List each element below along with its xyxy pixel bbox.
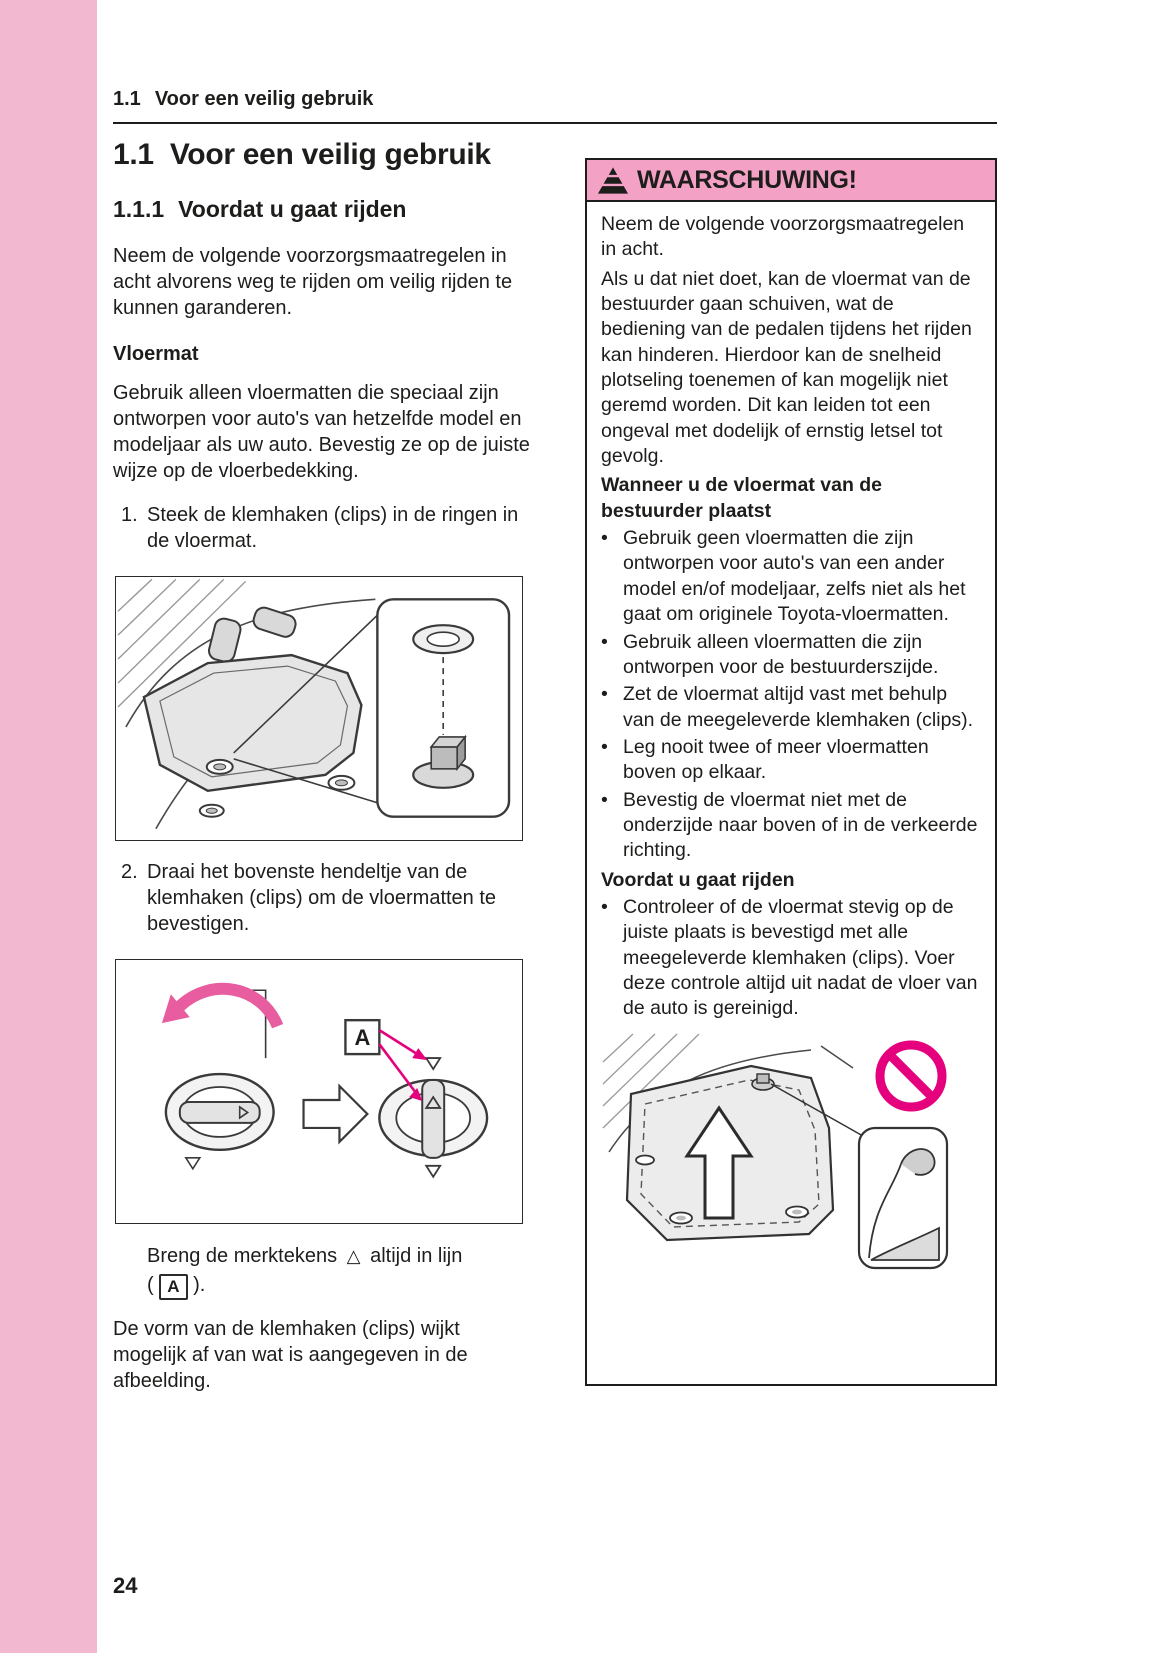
figure-a-marker-label: A: [354, 1025, 370, 1050]
warning-list-item: • Bevestig de vloermat niet met de onderz…: [601, 788, 981, 864]
section-title-text: Voor een veilig gebruik: [169, 138, 491, 171]
caption-paren-open: (: [147, 1274, 154, 1296]
warning-subhead-1: Wanneer u de vloermat van de bestuurder …: [601, 474, 883, 522]
warning-bullet-text: Zet de vloermat altijd vast met behulp v…: [623, 683, 974, 731]
warning-bullet-text: Leg nooit twee of meer vloermatten boven…: [623, 735, 929, 784]
warning-header: WAARSCHUWING!: [587, 160, 995, 202]
page-number: 24: [113, 1573, 138, 1598]
warning-list-item: • Leg nooit twee of meer vloermatten bove…: [601, 735, 981, 786]
step-1: 1. Steek de klemhaken (clips) in de ring…: [121, 502, 537, 554]
clip-shape-note: De vorm van de klemhaken (clips) wijkt m…: [113, 1318, 468, 1392]
floor-mat-clip-illustration: [117, 578, 511, 830]
prohibition-sign-icon: [875, 1040, 947, 1112]
warning-paragraph-1: Neem de volgende voorzorgsmaatregelen in…: [601, 213, 965, 261]
warning-triangle-icon: [597, 166, 629, 194]
warning-bullet-text: Gebruik alleen vloermatten die zijn ontw…: [623, 630, 939, 678]
step-1-number: 1.: [121, 504, 138, 526]
warning-subhead-2: Voordat u gaat rijden: [601, 868, 795, 891]
warning-title: WAARSCHUWING!: [637, 165, 857, 194]
subsection-title-number: 1.1.1: [113, 196, 165, 222]
warning-list-item: • Controleer of de vloermat stevig op de …: [601, 895, 981, 1022]
caption-post: altijd in lijn: [370, 1245, 463, 1267]
warning-list-1: • Gebruik geen vloermatten die zijn ontwo…: [601, 526, 981, 863]
warning-bullet-text: Bevestig de vloermat niet met de onderzi…: [623, 788, 978, 862]
clip-rotation-figure: A: [115, 959, 523, 1224]
bullet-marker: •: [601, 683, 608, 706]
warning-list-2: • Controleer of de vloermat stevig op de …: [601, 895, 981, 1022]
triangle-marker-glyph: △: [346, 1246, 361, 1266]
warning-bullet-text: Controleer of de vloermat stevig op de j…: [623, 895, 978, 1020]
bullet-marker: •: [601, 527, 608, 550]
warning-paragraph-2: Als u dat niet doet, kan de vloermat van…: [601, 267, 972, 468]
running-header-number: 1.1: [113, 88, 141, 110]
warning-body: Neem de volgende voorzorgsmaatregelen in…: [587, 202, 995, 1302]
bullet-marker: •: [601, 630, 608, 653]
warning-bullet-text: Gebruik geen vloermatten die zijn ontwor…: [623, 527, 966, 626]
a-marker-inline: A: [159, 1274, 188, 1300]
running-header: 1.1 Voor een veilig gebruik: [113, 88, 997, 124]
section-title: 1.1 Voor een veilig gebruik: [113, 138, 537, 172]
running-header-text: Voor een veilig gebruik: [154, 88, 374, 110]
page-edge-stripe: [0, 0, 97, 1653]
section-title-number: 1.1: [113, 138, 154, 171]
floor-mat-clip-figure: [115, 576, 523, 841]
vloermat-paragraph: Gebruik alleen vloermatten die speciaal …: [113, 382, 530, 482]
subsection-title: 1.1.1 Voordat u gaat rijden: [113, 196, 537, 223]
warning-box: WAARSCHUWING! Neem de volgende voorzorgs…: [585, 158, 997, 1386]
step-1-text: Steek de klemhaken (clips) in de ringen …: [147, 504, 519, 552]
intro-paragraph: Neem de volgende voorzorgsmaatregelen in…: [113, 245, 513, 319]
prohibited-mat-illustration: [602, 1033, 949, 1269]
vloermat-heading: Vloermat: [113, 343, 199, 365]
bullet-marker: •: [601, 895, 608, 918]
figure-a-marker-box: [344, 1018, 381, 1056]
subsection-title-text: Voordat u gaat rijden: [178, 196, 407, 222]
bullet-marker: •: [601, 735, 608, 758]
warning-list-item: • Zet de vloermat altijd vast met behulp …: [601, 682, 981, 733]
clip-rotation-illustration: A: [161, 982, 489, 1179]
bullet-marker: •: [601, 788, 608, 811]
warning-list-item: • Gebruik geen vloermatten die zijn ontwo…: [601, 526, 981, 627]
step-2-number: 2.: [121, 861, 138, 883]
prohibited-mat-figure: [601, 1032, 981, 1292]
figure-caption: Breng de merktekens △ altijd in lijn ( A…: [147, 1242, 537, 1300]
caption-pre: Breng de merktekens: [147, 1245, 338, 1267]
step-2-text: Draai het bovenste hendeltje van de klem…: [147, 861, 497, 935]
warning-list-item: • Gebruik alleen vloermatten die zijn ont…: [601, 630, 981, 681]
caption-paren-close: ).: [193, 1274, 206, 1296]
step-2: 2. Draai het bovenste hendeltje van de k…: [121, 859, 537, 937]
left-column: 1.1 Voor een veilig gebruik 1.1.1 Voordat …: [113, 138, 537, 1394]
